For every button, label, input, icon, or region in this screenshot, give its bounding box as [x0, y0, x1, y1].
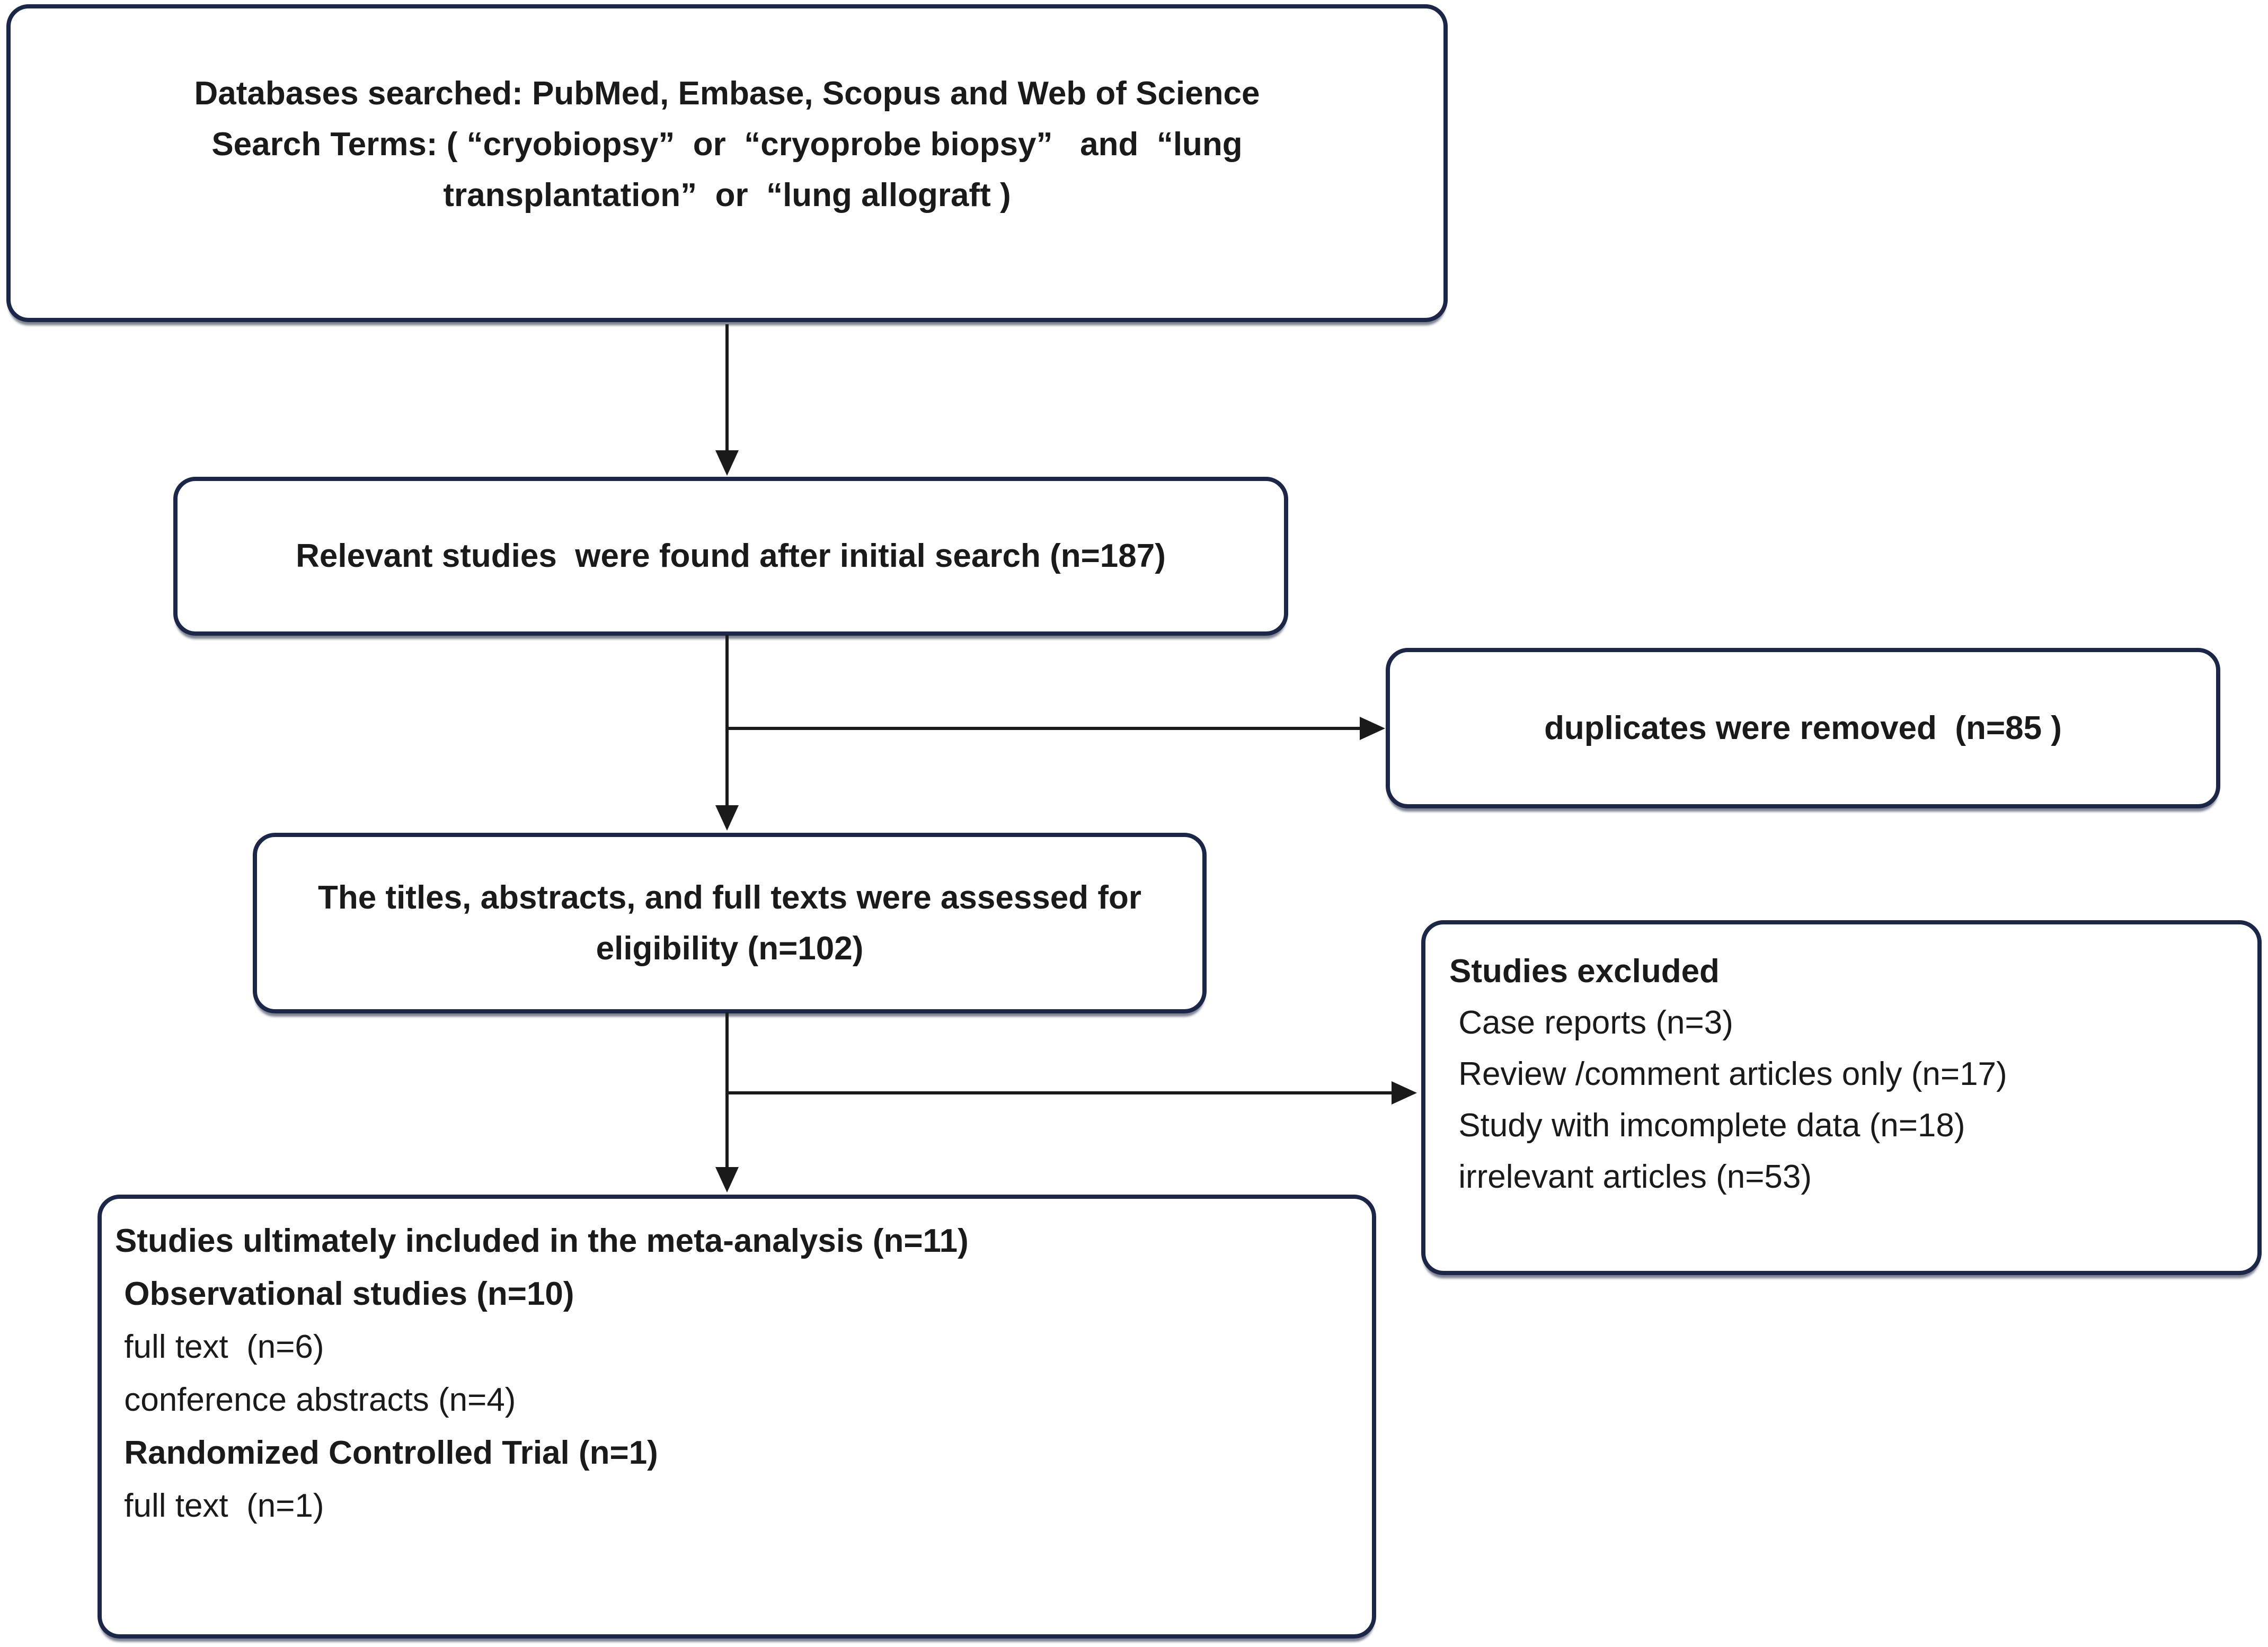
duplicates-removed-box: duplicates were removed (n=85 )	[1386, 648, 2220, 808]
eligibility-line: The titles, abstracts, and full texts we…	[317, 879, 1142, 916]
included-study-line: conference abstracts (n=4)	[115, 1382, 516, 1418]
excluded-reason-item: Review /comment articles only (n=17)	[1449, 1056, 2007, 1092]
connector-initial-to-eligibility	[725, 635, 729, 807]
initial-search-box: Relevant studies were found after initia…	[173, 477, 1288, 636]
initial-search-text: Relevant studies were found after initia…	[296, 538, 1166, 574]
arrowhead-right-icon	[1360, 717, 1385, 740]
arrowhead-right-icon	[1392, 1081, 1417, 1105]
connector-branch-to-excluded	[727, 1091, 1392, 1094]
included-study-line: Observational studies (n=10)	[115, 1276, 574, 1312]
arrowhead-down-icon	[715, 1167, 739, 1192]
studies-excluded-heading: Studies excluded	[1449, 953, 1720, 990]
search-strategy-line: Search Terms: ( “cryobiopsy” or “cryopro…	[211, 126, 1243, 163]
excluded-reason-item: Study with imcomplete data (n=18)	[1449, 1107, 1965, 1144]
excluded-reason-item: irrelevant articles (n=53)	[1449, 1159, 1812, 1195]
connector-eligibility-to-included	[725, 1012, 729, 1168]
search-strategy-line: Databases searched: PubMed, Embase, Scop…	[194, 75, 1260, 112]
arrowhead-down-icon	[715, 450, 739, 476]
eligibility-assessment-box: The titles, abstracts, and full texts we…	[253, 833, 1207, 1013]
included-study-line: full text (n=6)	[115, 1329, 324, 1365]
search-strategy-line: transplantation” or “lung allograft )	[443, 177, 1011, 213]
search-strategy-box: Databases searched: PubMed, Embase, Scop…	[6, 4, 1448, 322]
studies-excluded-box: Studies excluded Case reports (n=3) Revi…	[1421, 920, 2262, 1275]
included-studies-heading: Studies ultimately included in the meta-…	[115, 1223, 969, 1259]
included-study-line: Randomized Controlled Trial (n=1)	[115, 1435, 658, 1471]
eligibility-line: eligibility (n=102)	[596, 930, 864, 967]
duplicates-removed-text: duplicates were removed (n=85 )	[1544, 709, 2062, 746]
connector-branch-to-duplicates	[727, 727, 1361, 730]
connector-search-to-initial	[725, 324, 729, 452]
excluded-reason-item: Case reports (n=3)	[1449, 1004, 1733, 1041]
included-study-line: full text (n=1)	[115, 1488, 324, 1524]
arrowhead-down-icon	[715, 805, 739, 831]
included-studies-box: Studies ultimately included in the meta-…	[98, 1195, 1376, 1639]
